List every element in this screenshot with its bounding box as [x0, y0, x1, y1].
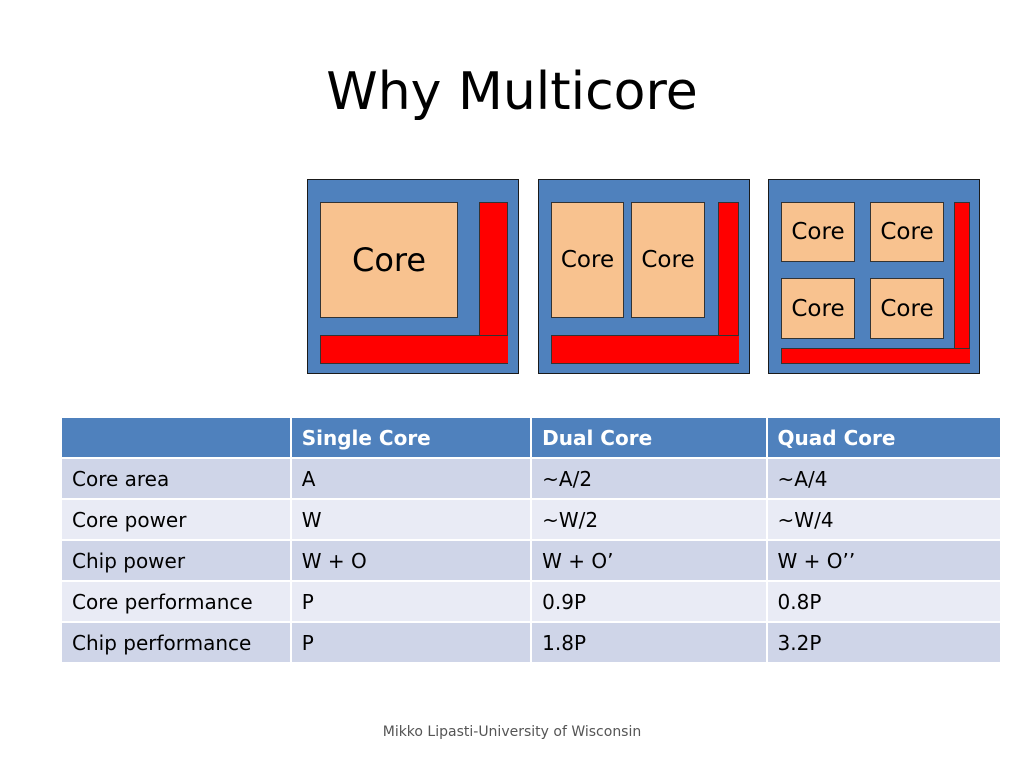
uncore-horizontal — [320, 335, 508, 364]
slide-title: Why Multicore — [326, 62, 698, 122]
table-cell: W + O’ — [530, 539, 768, 582]
dual-core-chip: Core Core — [538, 179, 750, 374]
table-cell: A — [289, 457, 533, 500]
quad-core-chip: Core Core Core Core — [768, 179, 980, 374]
row-label: Core power — [60, 498, 292, 541]
row-label: Chip performance — [60, 621, 292, 664]
table-row: Core performance P 0.9P 0.8P — [60, 580, 1003, 623]
table-cell: 0.9P — [530, 580, 768, 623]
table-header-row: Single Core Dual Core Quad Core — [60, 416, 1003, 459]
table-cell: 3.2P — [765, 621, 1003, 664]
table-row: Chip power W + O W + O’ W + O’’ — [60, 539, 1003, 582]
table-cell: W — [289, 498, 533, 541]
core-block: Core — [631, 202, 705, 318]
table-row: Core power W ~W/2 ~W/4 — [60, 498, 1003, 541]
table-cell: ~A/2 — [530, 457, 768, 500]
row-label: Chip power — [60, 539, 292, 582]
core-block: Core — [870, 202, 944, 262]
table-cell: 0.8P — [765, 580, 1003, 623]
core-block: Core — [551, 202, 624, 318]
uncore-vertical — [954, 202, 970, 364]
table-cell: W + O — [289, 539, 533, 582]
single-core-chip: Core — [307, 179, 519, 374]
table-cell: W + O’’ — [765, 539, 1003, 582]
comparison-table: Single Core Dual Core Quad Core Core are… — [60, 416, 1003, 664]
core-block: Core — [320, 202, 458, 318]
table-cell: P — [289, 621, 533, 664]
core-block: Core — [781, 278, 855, 339]
header-cell — [60, 416, 292, 459]
header-cell: Single Core — [289, 416, 533, 459]
slide-footer: Mikko Lipasti-University of Wisconsin — [382, 724, 642, 740]
row-label: Core area — [60, 457, 292, 500]
table-cell: P — [289, 580, 533, 623]
table-row: Core area A ~A/2 ~A/4 — [60, 457, 1003, 500]
row-label: Core performance — [60, 580, 292, 623]
table-cell: ~A/4 — [765, 457, 1003, 500]
table-cell: 1.8P — [530, 621, 768, 664]
table-cell: ~W/4 — [765, 498, 1003, 541]
core-block: Core — [781, 202, 855, 262]
header-cell: Quad Core — [765, 416, 1003, 459]
uncore-horizontal — [781, 348, 970, 364]
uncore-horizontal — [551, 335, 739, 364]
table-cell: ~W/2 — [530, 498, 768, 541]
header-cell: Dual Core — [530, 416, 768, 459]
table-row: Chip performance P 1.8P 3.2P — [60, 621, 1003, 664]
core-block: Core — [870, 278, 944, 339]
